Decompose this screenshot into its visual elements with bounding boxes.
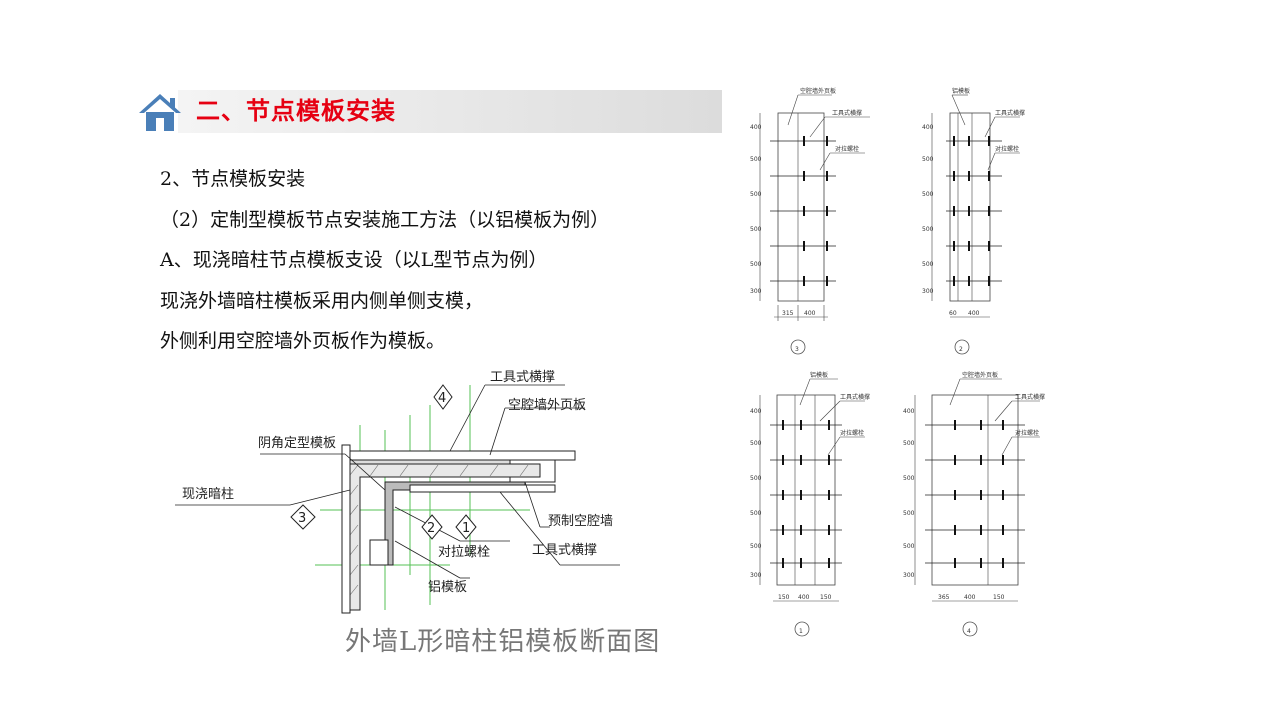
svg-text:400: 400 (750, 124, 762, 131)
svg-text:500: 500 (903, 543, 915, 550)
svg-text:500: 500 (750, 543, 762, 550)
elevation-4: 空腔墙外页板 工具式横撑 对拉螺栓 400 500 500 500 500 30… (903, 371, 1045, 637)
svg-text:空腔墙外页板: 空腔墙外页板 (962, 371, 998, 379)
svg-text:工具式横撑: 工具式横撑 (995, 109, 1025, 117)
body-line: （2）定制型模板节点安装施工方法（以铝模板为例） (160, 208, 610, 231)
svg-text:500: 500 (903, 440, 915, 447)
elevation-drawings: 空腔墙外页板 工具式横撑 对拉螺栓 400 500 500 500 500 30… (750, 87, 1045, 637)
section-caption: 外墙L形暗柱铝模板断面图 (345, 627, 660, 657)
svg-text:3: 3 (795, 346, 799, 353)
svg-text:300: 300 (750, 572, 762, 579)
section-marker-4: 4 (433, 384, 453, 410)
title-bar (178, 90, 722, 133)
svg-text:1: 1 (462, 521, 470, 536)
svg-text:工具式横撑: 工具式横撑 (840, 393, 870, 401)
svg-text:对拉螺栓: 对拉螺栓 (1015, 429, 1039, 437)
svg-text:500: 500 (750, 475, 762, 482)
svg-text:400: 400 (903, 408, 915, 415)
label-cast-column: 现浇暗柱 (182, 487, 234, 502)
body-line: 2、节点模板安装 (160, 168, 306, 190)
label-tie-bolt: 对拉螺栓 (438, 545, 490, 560)
svg-text:500: 500 (922, 191, 934, 198)
label-tool-purlin-top: 工具式横撑 (490, 370, 555, 385)
svg-text:300: 300 (903, 572, 915, 579)
svg-text:工具式横撑: 工具式横撑 (1015, 393, 1045, 401)
svg-text:空腔墙外页板: 空腔墙外页板 (800, 87, 836, 95)
svg-text:500: 500 (922, 261, 934, 268)
svg-text:500: 500 (922, 156, 934, 163)
svg-text:400: 400 (798, 594, 810, 601)
svg-text:1: 1 (799, 628, 803, 635)
elevation-1: 铝模板 工具式横撑 对拉螺栓 400 500 500 500 500 300 1… (750, 371, 870, 637)
svg-text:150: 150 (778, 594, 790, 601)
page-title: 二、节点模板安装 (196, 96, 396, 125)
svg-text:400: 400 (922, 124, 934, 131)
elevation-3: 空腔墙外页板 工具式横撑 对拉螺栓 400 500 500 500 500 30… (750, 87, 870, 355)
svg-text:400: 400 (804, 310, 816, 317)
svg-text:对拉螺栓: 对拉螺栓 (995, 145, 1019, 153)
body-line: A、现浇暗柱节点模板支设（以L型节点为例） (160, 249, 548, 271)
svg-text:铝模板: 铝模板 (810, 371, 828, 379)
svg-text:500: 500 (903, 475, 915, 482)
svg-text:400: 400 (964, 594, 976, 601)
body-line: 外侧利用空腔墙外页板作为模板。 (160, 330, 446, 352)
label-cavity-outer-leaf: 空腔墙外页板 (508, 398, 586, 413)
svg-text:4: 4 (967, 628, 971, 635)
svg-text:500: 500 (750, 191, 762, 198)
svg-text:500: 500 (750, 226, 762, 233)
svg-text:对拉螺栓: 对拉螺栓 (840, 429, 864, 437)
body-text: 2、节点模板安装 （2）定制型模板节点安装施工方法（以铝模板为例） A、现浇暗柱… (160, 166, 720, 369)
svg-text:500: 500 (903, 510, 915, 517)
svg-text:300: 300 (750, 288, 762, 295)
label-tool-purlin-bottom: 工具式横撑 (532, 543, 597, 558)
svg-text:300: 300 (922, 288, 934, 295)
elevation-2: 铝模板 工具式横撑 对拉螺栓 400 500 500 500 500 300 6… (922, 87, 1025, 355)
label-prefab-cavity-wall: 预制空腔墙 (548, 514, 613, 529)
section-marker-3: 3 (290, 504, 316, 530)
svg-text:500: 500 (750, 440, 762, 447)
svg-text:365: 365 (938, 594, 950, 601)
section-drawing: 4 3 2 1 工具式横撑 空腔墙外页板 阴角定型模板 现浇暗柱 对拉螺栓 预制… (175, 370, 660, 657)
svg-text:工具式横撑: 工具式横撑 (832, 109, 862, 117)
svg-text:3: 3 (298, 511, 306, 526)
section-marker-1: 1 (455, 514, 477, 540)
label-alu-form: 铝模板 (428, 580, 467, 595)
svg-text:2: 2 (959, 346, 963, 353)
svg-text:315: 315 (782, 310, 794, 317)
section-marker-2: 2 (421, 514, 443, 540)
label-corner-form: 阴角定型模板 (258, 436, 336, 451)
svg-text:500: 500 (750, 261, 762, 268)
home-icon (139, 94, 181, 131)
svg-text:对拉螺栓: 对拉螺栓 (835, 145, 859, 153)
body-line: 现浇外墙暗柱模板采用内侧单侧支模， (160, 289, 484, 312)
svg-text:500: 500 (750, 510, 762, 517)
svg-text:400: 400 (750, 408, 762, 415)
svg-text:150: 150 (820, 594, 832, 601)
svg-text:铝模板: 铝模板 (952, 87, 970, 95)
svg-text:500: 500 (750, 156, 762, 163)
svg-text:500: 500 (922, 226, 934, 233)
svg-text:400: 400 (968, 310, 980, 317)
svg-text:60: 60 (949, 310, 957, 317)
svg-text:2: 2 (427, 521, 435, 536)
svg-text:4: 4 (438, 391, 446, 406)
svg-text:150: 150 (993, 594, 1005, 601)
